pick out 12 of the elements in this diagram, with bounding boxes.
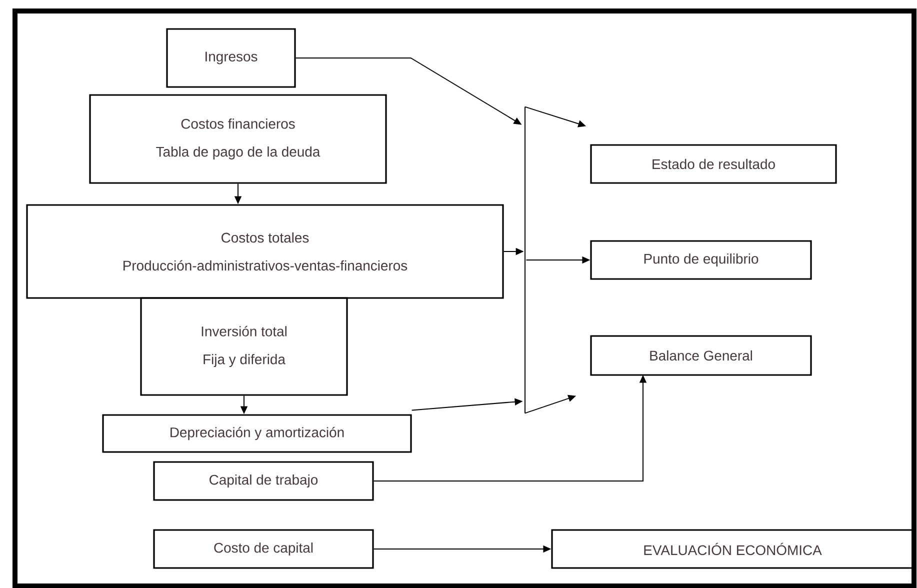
- process-box: Balance General: [590, 335, 812, 376]
- process-box: Costos totales Producción-administrativos-ventas-financieros: [26, 204, 504, 299]
- process-box: Costos financieros Tabla de pago de la deuda: [89, 94, 387, 184]
- process-box: Depreciación y amortización: [102, 414, 412, 453]
- bracket-line: [524, 106, 526, 414]
- process-box: Costo de capital: [153, 529, 374, 569]
- process-box: Inversión total Fija y diferida: [140, 297, 348, 396]
- process-box: EVALUACIÓN ECONÓMICA: [551, 529, 914, 569]
- process-box: Capital de trabajo: [153, 461, 374, 501]
- process-box: Estado de resultado: [590, 144, 837, 184]
- process-box: Ingresos: [166, 28, 296, 88]
- process-box: Punto de equilibrio: [590, 240, 812, 280]
